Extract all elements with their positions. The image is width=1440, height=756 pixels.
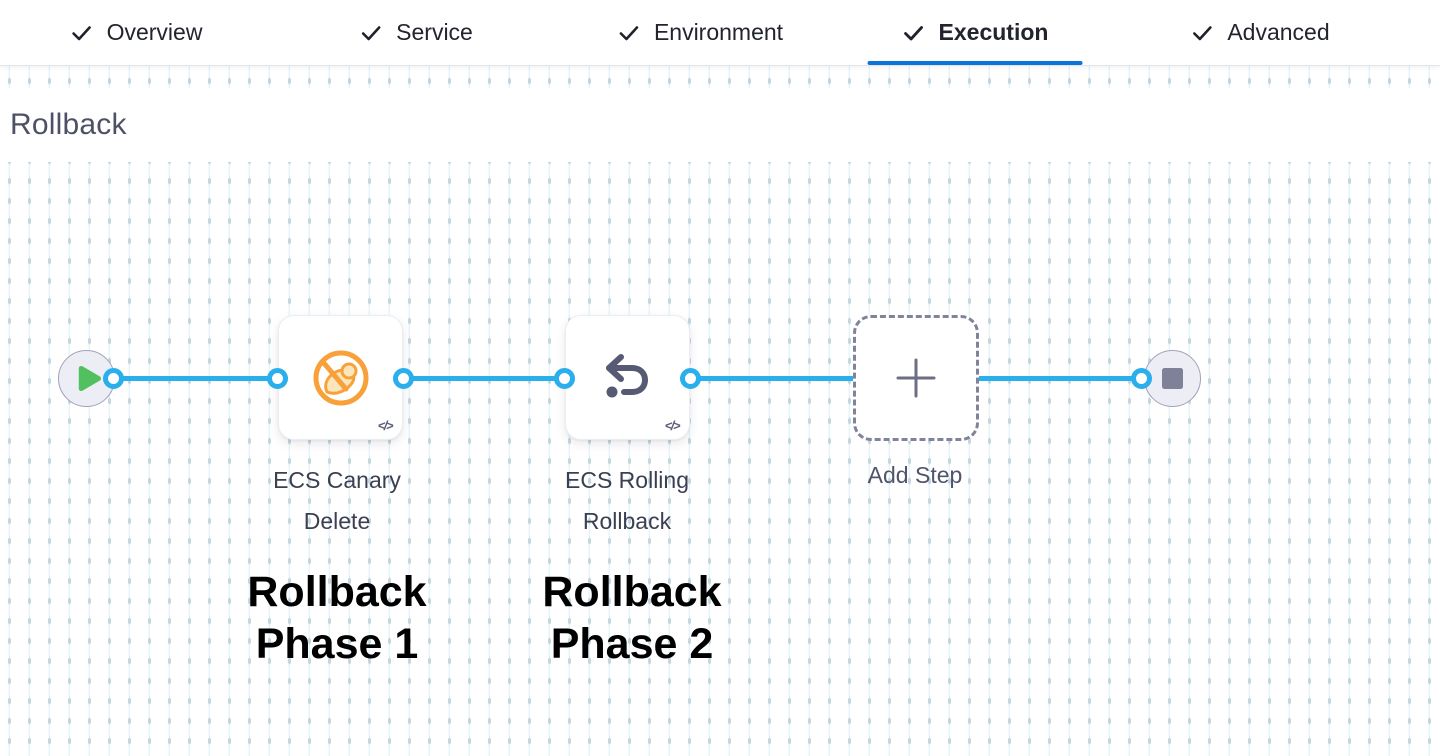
plus-icon: [896, 358, 936, 398]
tab-label: Service: [396, 19, 473, 45]
port-step1-out[interactable]: [393, 368, 414, 389]
check-icon: [1193, 25, 1212, 40]
tab-execution[interactable]: Execution: [867, 0, 1083, 65]
port-step2-out[interactable]: [680, 368, 701, 389]
rolling-rollback-icon: [605, 353, 648, 397]
stop-icon: [1162, 368, 1183, 389]
check-icon: [361, 25, 381, 40]
tab-advanced[interactable]: Advanced: [1190, 0, 1330, 65]
add-step-label: Add Step: [867, 462, 963, 488]
step-card-ecs-rolling-rollback[interactable]: </>: [565, 315, 690, 440]
port-end-in[interactable]: [1131, 368, 1152, 389]
section-title: Rollback: [10, 108, 127, 141]
annotation-rollback-phase-1: Rollback Phase 1: [247, 568, 427, 668]
step-label-ecs-canary-delete: ECS Canary Delete: [273, 467, 401, 534]
tab-environment[interactable]: Environment: [617, 0, 783, 65]
canary-delete-icon: [313, 350, 368, 405]
check-icon: [619, 25, 639, 40]
tab-label: Environment: [653, 19, 784, 45]
end-node[interactable]: [1144, 350, 1201, 407]
tab-label: Advanced: [1227, 19, 1330, 45]
port-step1-in[interactable]: [267, 368, 288, 389]
check-icon: [904, 25, 923, 40]
port-step2-in[interactable]: [554, 368, 575, 389]
stage-config-tabbar: Overview Service Environment Execution A…: [0, 0, 1440, 66]
tab-label: Execution: [938, 19, 1049, 45]
step-card-ecs-canary-delete[interactable]: </>: [278, 315, 403, 440]
add-step-button[interactable]: [853, 315, 979, 441]
annotation-rollback-phase-2: Rollback Phase 2: [542, 568, 722, 668]
tab-label: Overview: [106, 19, 203, 45]
code-icon: </>: [664, 418, 681, 433]
port-start-out[interactable]: [103, 368, 124, 389]
code-icon: </>: [377, 418, 394, 433]
check-icon: [72, 25, 91, 40]
step-label-ecs-rolling-rollback: ECS Rolling Rollback: [565, 467, 689, 534]
tab-overview[interactable]: Overview: [70, 0, 203, 65]
section-header: Rollback: [0, 88, 1440, 162]
start-node[interactable]: [58, 350, 115, 407]
play-icon: [78, 365, 101, 392]
pipeline-canvas[interactable]: Rollback </> </>: [0, 66, 1440, 756]
tab-service[interactable]: Service: [359, 0, 473, 65]
